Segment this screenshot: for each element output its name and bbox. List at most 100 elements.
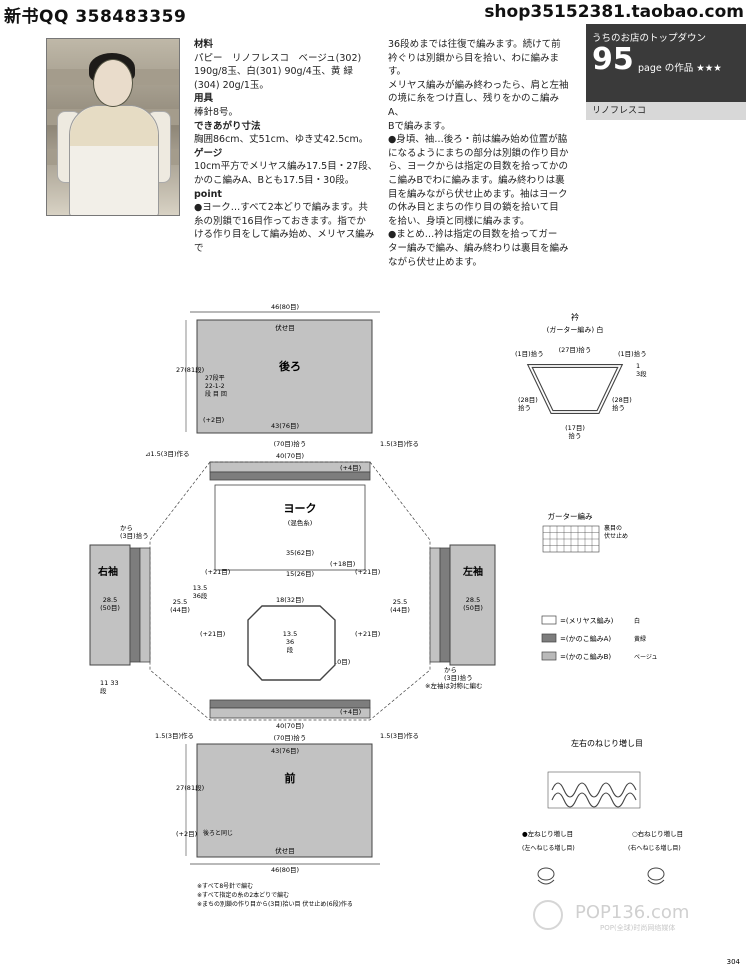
yoke-h35: 35(62目)	[286, 549, 314, 557]
body-line: ●ヨーク…すべて2本どりで編みます。共	[194, 202, 368, 214]
section-heading: できあがり寸法	[194, 120, 261, 132]
collar-r28-right: (28目)拾う	[612, 396, 632, 412]
collar-r28-left: (28目)拾う	[518, 396, 538, 412]
back-rows-label: 27(81段)	[176, 365, 204, 374]
left-sleeve-panel	[449, 544, 496, 666]
front-side15-right: 1.5(3目)作る	[380, 731, 419, 740]
right-sleeve-255: 25.5(44目)	[170, 598, 190, 614]
yoke-plus10: (+10目)	[325, 658, 350, 666]
twist-left-sub: (左へねじる増し目)	[522, 844, 575, 852]
back-panel	[196, 319, 373, 434]
yoke-bottom-band-a	[209, 699, 371, 709]
footer-note-1: ※すべて8号針で編む	[197, 882, 253, 890]
body-line: 10cm平方でメリヤス編み17.5目・27段、	[194, 161, 378, 173]
right-sleeve-label: 右袖	[97, 565, 118, 578]
right-sleeve-band-b	[139, 547, 151, 663]
yoke-plus21-a: (+21目)	[205, 568, 230, 576]
back-label: 後ろ	[279, 359, 301, 373]
legend-seedA-sub: 黄緑	[634, 635, 646, 643]
back-bottom-label: 43(76目)	[271, 422, 299, 430]
body-line: ら、ヨークからは指定の目数を拾ってかの	[388, 161, 569, 173]
page-badge: うちのお店のトップダウン 95 page の作品 ★★★	[586, 24, 746, 102]
collar-sub: (ガーター編み) 白	[547, 325, 604, 334]
yoke-center	[214, 484, 366, 571]
legend-seedA-label: =(かのこ編みA)	[560, 634, 611, 643]
watermark-main: POP136.com	[575, 902, 689, 923]
front-label: 前	[285, 771, 296, 785]
badge-number: 95	[592, 42, 634, 77]
collar-pick17: (17目)拾う	[565, 424, 585, 440]
right-sleeve-band-a	[129, 547, 141, 663]
yoke-top-band-a	[209, 471, 371, 481]
mirror-note: ※左袖は対称に編む	[425, 681, 482, 690]
body-line: メリヤス編みが編み終わったら、肩と左袖	[388, 79, 569, 91]
yarn-strip: リノフレスコ	[586, 102, 746, 120]
twist-left-icon	[537, 867, 555, 885]
body-line: 胸囲86cm、丈51cm、ゆき丈42.5cm。	[194, 134, 369, 146]
legend-swatch-knit	[541, 615, 557, 625]
right-sleeve-w: 28.5(50目)	[100, 596, 120, 612]
twist-right-sub: (右へねじる増し目)	[628, 844, 681, 852]
legend-swatch-seedB	[541, 651, 557, 661]
garter-grid	[542, 525, 600, 553]
twist-right-icon	[647, 867, 665, 885]
body-line: ながら伏せ止めます。	[388, 256, 483, 268]
right-sleeve-from: から(3目)拾う	[120, 524, 149, 540]
footer-note-3: ※まちの別鎖の作り目から(3目)拾い目 伏せ止め(6段)作る	[197, 900, 353, 908]
garter-title: ガーター編み	[548, 511, 593, 521]
front-side15-left: 1.5(3目)作る	[155, 731, 194, 740]
front-top-label: 46(80目)	[271, 866, 299, 874]
twist-right-label: ○右ねじり増し目	[632, 829, 683, 838]
twist-left-label: ●左ねじり増し目	[522, 829, 573, 838]
back-pick70: (70目)拾う	[274, 439, 307, 448]
section-heading: point	[194, 188, 222, 200]
front-rows-label: 27(81段)	[176, 783, 204, 792]
body-line: ●身頃、袖…後ろ・前は編み始め位置が脇	[388, 134, 568, 146]
model-photo	[46, 38, 180, 216]
yoke-plus4: (+4目)	[340, 464, 361, 472]
front-w40: (70目)拾う	[274, 733, 307, 742]
front-bottom-label: 43(76目)	[271, 747, 299, 755]
yoke-bottom-band-b	[209, 707, 371, 719]
collar-title: 衿	[571, 312, 579, 322]
section-heading: 用具	[194, 93, 214, 105]
watermark-logo	[533, 900, 563, 930]
body-line: 糸の別鎖で16目作っておきます。指でか	[194, 215, 366, 227]
back-top-label: 46(80目)	[271, 303, 299, 311]
back-side15-left: ⊿1.5(3目)作る	[145, 449, 190, 458]
body-line: パピー リノフレスコ ベージュ(302)	[194, 52, 362, 64]
left-sleeve-band-b	[429, 547, 441, 663]
body-line: こ編みBでわに編みます。編み終わりは裏	[388, 174, 565, 186]
back-w40: 40(70目)	[276, 452, 304, 460]
yoke-plus4-bottom: (+4目)	[340, 708, 361, 716]
body-line: かのこ編みA、Bとも17.5目・30段。	[194, 174, 355, 186]
left-sleeve-band-a	[439, 547, 451, 663]
back-side15-right: 1.5(3目)作る	[380, 439, 419, 448]
left-sleeve-from: から(3目)拾う	[444, 666, 473, 682]
front-plus2: (+2目)	[176, 830, 197, 838]
body-line: の境に糸をつけ直し、残りをかのこ編みA、	[388, 93, 560, 118]
section-heading: ゲージ	[194, 147, 223, 159]
left-sleeve-255: 25.5(44目)	[390, 598, 410, 614]
yoke-plus18: (+18目)	[330, 560, 355, 568]
legend-seedB-sub: ベージュ	[634, 654, 657, 661]
header-qq: 新书QQ 358483359	[4, 7, 187, 27]
twist-title: 左右のねじり増し目	[571, 738, 643, 748]
garter-note: 裏目の伏せ止め	[604, 524, 628, 540]
left-sleeve-w: 28.5(50目)	[463, 596, 483, 612]
badge-title: うちのお店のトップダウン	[592, 33, 707, 44]
yoke-h15: 15(26目)	[286, 570, 314, 578]
body-line: (304) 20g/1玉。	[194, 79, 269, 91]
section-heading: 材料	[194, 39, 214, 50]
yoke-plus21-d: (+21目)	[355, 630, 380, 638]
collar-pick27: (27目)拾う	[559, 345, 592, 354]
right-sleeve-panel	[89, 544, 131, 666]
body-line: 190g/8玉、白(301) 90g/4玉、黄 緑	[194, 66, 353, 78]
header-shop: shop35152381.taobao.com	[484, 2, 744, 22]
watermark-sub: POP(全球)时尚网络媒体	[600, 923, 675, 932]
front-note: 後ろと同じ	[203, 829, 233, 837]
page-number: 304	[727, 958, 741, 966]
